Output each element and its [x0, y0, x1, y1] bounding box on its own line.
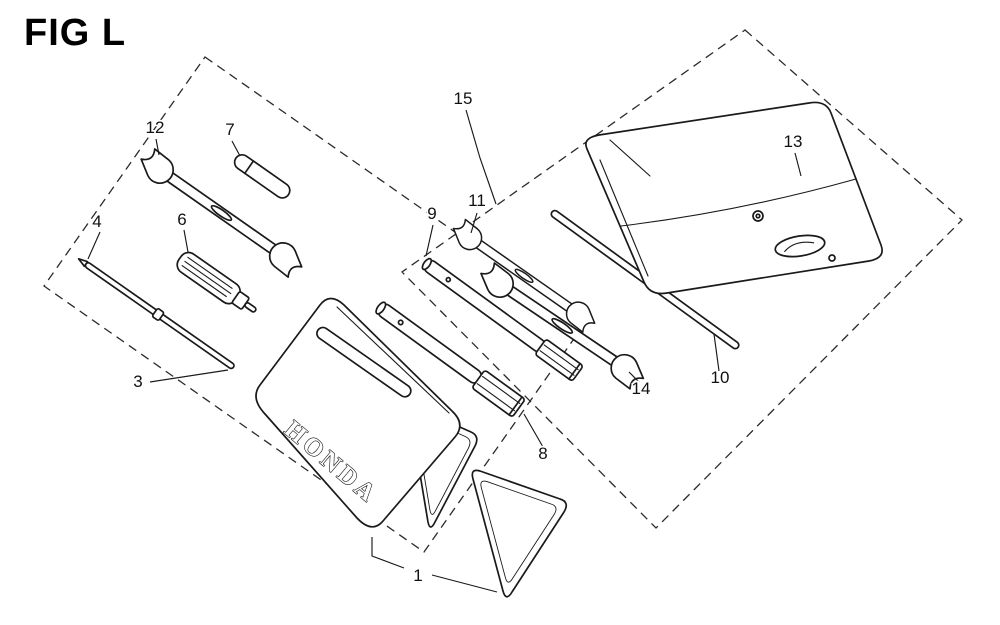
socket-cap — [508, 396, 523, 416]
plug-wrench-tube-drawing — [375, 301, 525, 417]
leader-6 — [183, 229, 189, 253]
left-dashed-boundary — [43, 56, 586, 553]
bag-stitch — [336, 306, 450, 414]
callout-labels: 1 3 4 6 7 8 9 10 11 12 13 14 15 — [91, 87, 805, 587]
socket-head — [535, 339, 583, 382]
tommy-bar-drawing — [421, 257, 583, 382]
handle-body — [233, 153, 291, 199]
callout-11: 11 — [468, 191, 486, 210]
honda-wing-emblem-oval — [774, 234, 826, 258]
wrench-14-drawing — [469, 254, 655, 398]
bag-flap-piece-drawing — [471, 469, 568, 598]
socket-facet — [482, 375, 521, 405]
leader-4 — [87, 231, 101, 260]
leader-10 — [713, 333, 720, 372]
leader-14 — [628, 371, 640, 383]
leader-7 — [231, 140, 241, 157]
socket-cap — [568, 362, 581, 380]
right-dashed-boundary — [400, 29, 963, 529]
blade-collar — [151, 308, 165, 321]
tube-bar-hole — [445, 276, 452, 283]
socket-facet — [543, 344, 579, 371]
screwdriver-blade-drawing — [77, 257, 235, 370]
leader-15 — [465, 109, 497, 205]
snap-button-small — [828, 254, 836, 262]
callout-6: 6 — [177, 210, 186, 229]
callout-15: 15 — [454, 89, 473, 108]
callout-1: 1 — [413, 566, 422, 585]
flap-piece-outline — [471, 469, 568, 598]
tube-mouth — [375, 301, 387, 315]
callout-7: 7 — [225, 120, 234, 139]
leader-lines — [87, 109, 802, 593]
callout-10: 10 — [711, 368, 730, 387]
callout-4: 4 — [92, 212, 101, 231]
socket-facet — [476, 383, 516, 412]
callout-3: 3 — [133, 372, 142, 391]
leader-11 — [470, 212, 478, 234]
bag-handle-slot — [316, 326, 412, 398]
tool-pouch-drawing — [585, 101, 883, 295]
tube-mouth — [421, 257, 433, 271]
socket-head — [472, 370, 525, 417]
callout-9: 9 — [427, 204, 436, 223]
flap-piece-stitch — [480, 480, 557, 583]
lever-handle-drawing — [233, 153, 291, 199]
grip-rib — [187, 256, 233, 289]
grip-stub — [244, 301, 257, 313]
callout-8: 8 — [538, 444, 547, 463]
pouch-flap-line — [620, 178, 857, 227]
grip-rib — [181, 264, 227, 298]
leader-1-flap — [431, 574, 498, 593]
leader-9 — [425, 224, 434, 257]
wing-mark — [784, 241, 815, 253]
wrench-12-drawing — [129, 140, 314, 286]
socket-facet — [539, 350, 575, 376]
pouch-stitch — [599, 159, 649, 277]
tube-bar-hole — [397, 319, 404, 326]
callout-12: 12 — [146, 118, 165, 137]
leader-13 — [794, 152, 802, 177]
leader-12 — [155, 138, 160, 156]
pouch-crease — [609, 139, 651, 177]
bag-outline — [255, 297, 461, 528]
screwdriver-grip-drawing — [176, 251, 257, 313]
leader-8 — [523, 413, 544, 448]
leader-1-bag — [371, 537, 405, 569]
figure-title: FIG L — [24, 12, 127, 54]
callout-13: 13 — [784, 132, 803, 151]
callout-14: 14 — [632, 379, 651, 398]
leader-3 — [149, 369, 229, 383]
handle-collar — [243, 160, 255, 175]
snap-button-center — [755, 213, 761, 219]
grip-rib — [184, 260, 232, 295]
